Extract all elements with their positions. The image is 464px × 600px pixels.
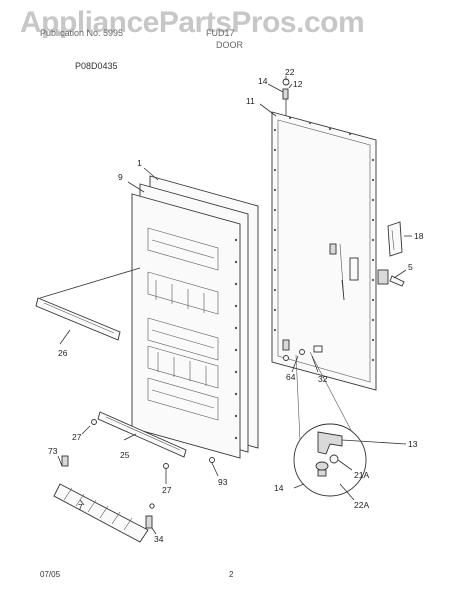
label-64: 64 bbox=[286, 372, 296, 382]
watermark: AppliancePartsPros.com bbox=[20, 6, 365, 39]
label-18: 18 bbox=[414, 231, 424, 241]
diagram-code: P08D0435 bbox=[75, 61, 118, 71]
label-73: 73 bbox=[48, 446, 58, 456]
handle-bracket bbox=[387, 221, 403, 257]
label-25: 25 bbox=[120, 450, 130, 460]
footer-date: 07/05 bbox=[40, 570, 61, 579]
label-22a: 22A bbox=[354, 500, 369, 510]
door-liner bbox=[131, 175, 259, 459]
label-32: 32 bbox=[318, 374, 328, 384]
leader-lines bbox=[57, 76, 412, 535]
shelf-rail-25 bbox=[97, 411, 187, 458]
publication-number: Publication No. 5995 bbox=[40, 28, 124, 38]
label-34: 34 bbox=[154, 534, 164, 544]
label-21a: 21A bbox=[354, 470, 369, 480]
footer-page-number: 2 bbox=[229, 570, 234, 579]
label-27-left: 27 bbox=[72, 432, 82, 442]
outer-door-panel bbox=[271, 111, 377, 391]
label-1: 1 bbox=[137, 158, 142, 168]
small-parts bbox=[61, 339, 323, 529]
label-13: 13 bbox=[408, 439, 418, 449]
label-14-bottom: 14 bbox=[274, 483, 284, 493]
top-hinge-parts bbox=[282, 78, 290, 116]
label-22: 22 bbox=[285, 67, 295, 77]
label-5: 5 bbox=[408, 262, 413, 272]
label-26: 26 bbox=[58, 348, 68, 358]
label-12: 12 bbox=[293, 79, 303, 89]
shelf-rail-26 bbox=[35, 267, 141, 341]
label-9: 9 bbox=[118, 172, 123, 182]
model-code: FUD17 bbox=[206, 28, 235, 38]
lock-part bbox=[377, 269, 405, 287]
part-labels: 1 9 11 12 14 22 18 5 26 64 32 27 25 73 7… bbox=[48, 67, 424, 544]
hinge-detail-circle bbox=[293, 351, 367, 497]
label-93: 93 bbox=[218, 477, 228, 487]
label-11: 11 bbox=[246, 96, 255, 106]
section-title: DOOR bbox=[216, 40, 243, 50]
label-14-top: 14 bbox=[258, 76, 268, 86]
label-7: 7 bbox=[78, 502, 83, 512]
basket-7 bbox=[53, 483, 149, 543]
label-27-bottom: 27 bbox=[162, 485, 172, 495]
